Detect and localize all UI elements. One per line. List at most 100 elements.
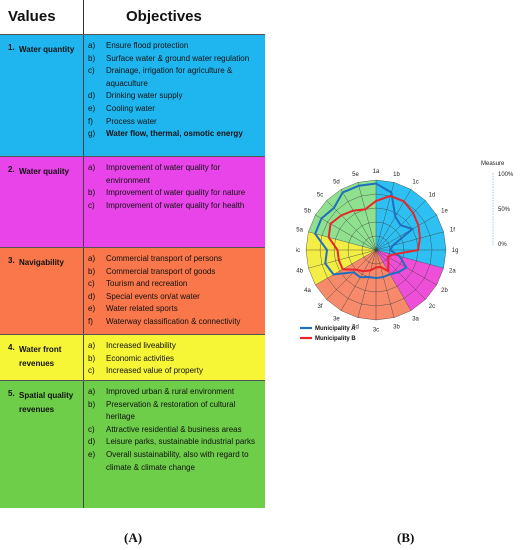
radar-axis-label: 3a	[412, 317, 419, 323]
section-title: Navigability	[19, 258, 64, 267]
section-divider	[83, 381, 84, 508]
caption-b: (B)	[397, 530, 415, 545]
section-title: Water quantity	[19, 45, 75, 54]
objective-text: Process water	[106, 116, 157, 126]
objective-text: Waterway classification & connectivity	[106, 316, 241, 326]
objective-key: c)	[88, 66, 95, 76]
measure-tick-label: 100%	[498, 172, 514, 178]
radar-axis-label: 4b	[296, 269, 303, 275]
radar-axis-label: 4a	[304, 288, 311, 294]
objective-text: Increased liveability	[106, 341, 176, 350]
objective-key: c)	[88, 279, 95, 289]
radar-axis-label: 1e	[441, 209, 448, 215]
radar-spoke	[375, 249, 426, 300]
radar-spoke	[375, 249, 395, 318]
section-title: Spatial quality revenues	[19, 391, 74, 414]
value-section: 1. Water quantity a)Ensure flood protectio…	[0, 34, 265, 156]
objective-text: Improved urban & rural environment	[106, 387, 235, 396]
objective-item: b)Preservation & restoration of cultural…	[88, 399, 258, 424]
radar-axis-label: 1d	[429, 192, 436, 198]
objective-item: d) Drinking water supply	[88, 90, 258, 103]
objective-key: e)	[88, 449, 96, 459]
objective-text: Increased value of property	[106, 366, 203, 376]
radar-sector	[376, 250, 444, 311]
objective-key: b)	[88, 353, 96, 363]
objective-item: c) Tourism and recreation	[88, 278, 258, 291]
radar-axis-label: 1g	[452, 248, 459, 254]
section-number: 5.	[8, 389, 15, 398]
objective-key: e)	[88, 304, 96, 314]
value-section: 5. Spatial quality revenues a) Improved urb…	[0, 380, 265, 508]
radar-spoke	[375, 189, 412, 251]
objective-key: a)	[88, 387, 96, 396]
objective-item: d)Leisure parks, sustainable industrial …	[88, 436, 258, 449]
radar-axis-label: 5e	[352, 172, 359, 178]
radar-axis-label: 5d	[333, 180, 340, 186]
radar-spoke	[326, 200, 377, 251]
radar-axis-label: 1c	[412, 180, 418, 186]
objective-item: c)Improvement of water quality for healt…	[88, 200, 258, 213]
objective-item: e)Cooling water	[88, 103, 258, 116]
radar-spoke	[326, 249, 377, 300]
objective-text: Tourism and recreation	[106, 279, 188, 289]
radar-series-line	[314, 182, 415, 280]
section-number: 1.	[8, 43, 15, 52]
objective-key: a)	[88, 341, 96, 350]
objective-item: a)Ensure flood protection	[88, 40, 258, 53]
objective-text: Water related sports	[106, 304, 178, 314]
value-section: 3. Navigability a)Commercial transport of …	[0, 247, 265, 334]
objective-key: d)	[88, 291, 96, 301]
objective-text: Improvement of water quality for nature	[106, 188, 246, 198]
radar-spoke	[315, 249, 377, 286]
section-number: 2.	[8, 165, 15, 174]
objective-text: Drainage, irrigation for agriculture & a…	[106, 66, 233, 88]
caption-a: (A)	[124, 530, 143, 545]
radar-axis-label: 1a	[373, 169, 380, 175]
radar-spoke	[375, 249, 412, 311]
objective-text: Improvement of water quality for environ…	[106, 163, 221, 185]
radar-sector	[315, 250, 411, 320]
objective-key: f)	[88, 116, 93, 126]
radar-spoke	[375, 249, 444, 269]
radar-series-line	[327, 194, 421, 273]
radar-spoke	[357, 182, 377, 251]
objective-key: d)	[88, 91, 96, 101]
objective-key: c)	[88, 200, 95, 210]
objective-list: a) Improved urban & rural environment b)Pr…	[88, 386, 258, 474]
objective-text: Ensure flood protection	[106, 41, 189, 50]
objective-key: g)	[88, 129, 96, 139]
objective-item: b)Improvement of water quality for natur…	[88, 187, 258, 200]
section-title: Water front revenues	[19, 345, 62, 368]
radar-axis-label: 3b	[393, 325, 400, 331]
objective-item: a) Improved urban & rural environment	[88, 386, 258, 399]
radar-axis-label: 3f	[318, 304, 323, 310]
objective-key: a)	[88, 163, 96, 172]
radar-axis-label: 2a	[449, 269, 456, 275]
measure-title: Measure	[481, 161, 505, 167]
objective-item: g)Water flow, thermal, osmotic energy	[88, 128, 258, 141]
objective-text: Economic activities	[106, 353, 175, 363]
objective-text: Commercial transport of goods	[106, 266, 216, 276]
objective-item: f) Process water	[88, 116, 258, 129]
radar-spoke	[315, 214, 377, 251]
objective-item: c)Attractive residential & business area…	[88, 424, 258, 437]
objective-key: f)	[88, 316, 93, 326]
objective-text: Surface water & ground water regulation	[106, 53, 250, 63]
objective-key: b)	[88, 399, 96, 409]
objective-text: Cooling water	[106, 103, 155, 113]
objective-text: Drinking water supply	[106, 91, 183, 101]
radar-spoke	[308, 231, 377, 251]
legend-label: Municipality B	[315, 336, 356, 342]
objective-text: Special events on/at water	[106, 291, 200, 301]
objective-item: a)Commercial transport of persons	[88, 253, 258, 266]
objective-key: d)	[88, 437, 96, 447]
section-number: 3.	[8, 256, 15, 265]
radar-axis-label: 3c	[373, 327, 379, 333]
objective-key: c)	[88, 424, 95, 434]
radar-axis-label: 5a	[296, 228, 303, 234]
radar-axis-label: 4c	[296, 248, 300, 254]
